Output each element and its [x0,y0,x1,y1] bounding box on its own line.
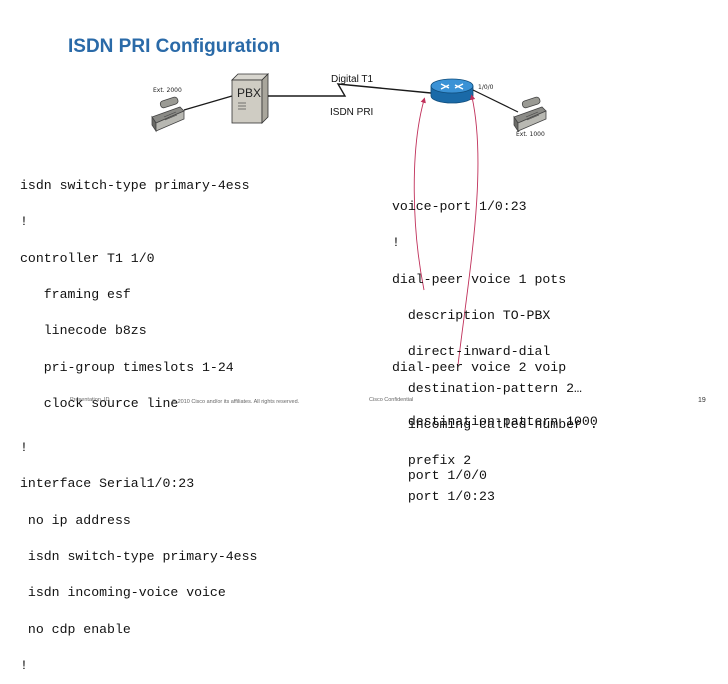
config-line: interface Serial1/0:23 [20,476,195,492]
footer-confidential: Cisco Confidential [369,397,414,403]
port-1-0-0-label: 1/0/0 [478,84,494,91]
pbx-label: PBX [237,86,262,100]
config-line: clock source line [20,395,179,411]
config-line: voice-port 1/0:23 [392,199,527,215]
config-line: port 1/0/0 [392,468,487,483]
right-config-block-2: dial-peer voice 2 voip destination-patte… [392,323,598,503]
digital-t1-label: Digital T1 [331,74,374,85]
phone-right-icon [513,96,547,133]
arrow-port-1-0-0 [457,94,479,366]
pbx-icon [231,73,269,124]
config-line: ! [392,235,400,251]
config-line: ! [20,214,28,230]
network-diagram [151,73,547,366]
config-line: framing esf [20,287,131,303]
config-line: destination-pattern 1000 [392,414,598,429]
slide-title: ISDN PRI Configuration [68,36,281,57]
left-config-block: isdn switch-type primary-4ess ! controll… [20,156,257,684]
config-line: direct-inward-dial [392,344,551,360]
t1-link [268,83,432,97]
footer-presentation-id: Presentation_ID [70,397,110,403]
isdn-pri-label: ISDN PRI [330,107,374,118]
config-line: linecode b8zs [20,323,147,339]
config-line: isdn switch-type primary-4ess [20,178,250,194]
config-line: dial-peer voice 1 pots [392,271,567,287]
config-line: no ip address [20,512,131,528]
config-line: dial-peer voice 2 voip [392,360,567,375]
config-line: description TO-PBX [392,308,551,324]
config-line: ! [20,440,28,456]
config-line: isdn switch-type primary-4ess [20,549,258,564]
router-icon [430,78,474,104]
phone-left-icon [151,96,185,133]
config-line: controller T1 1/0 [20,250,155,266]
ext-2000-label: Ext. 2000 [153,87,182,94]
arrow-port-1-0-23 [413,97,426,291]
page-number: 19 [698,397,706,404]
config-line: ! [20,657,28,673]
footer-copyright: © 2010 Cisco and/or its affiliates. All … [172,399,300,405]
config-line: destination-pattern 2… [392,380,582,396]
config-line: isdn incoming-voice voice [20,585,226,601]
ext-1000-label: Ext. 1000 [516,131,545,138]
config-line: no cdp enable [20,621,131,637]
config-line: pri-group timeslots 1-24 [20,359,234,375]
